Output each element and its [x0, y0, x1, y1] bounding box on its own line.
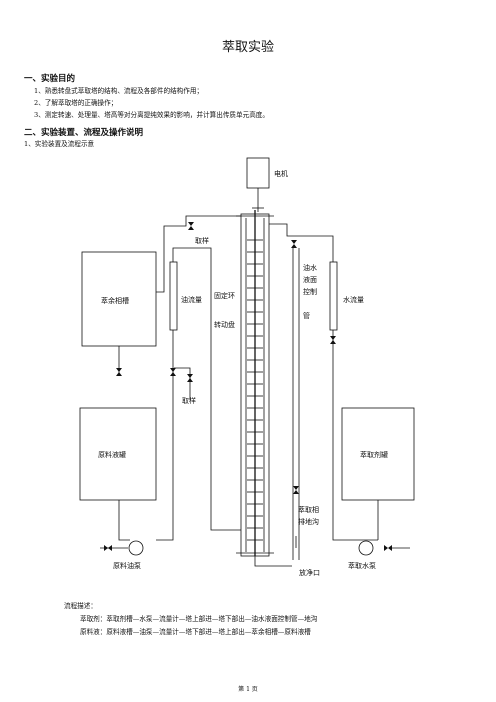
- oil-pump: [128, 540, 144, 556]
- fixed-ring-label: 固定环: [214, 291, 235, 300]
- column-internals: [247, 239, 263, 541]
- section-heading-apparatus: 二、实验装置、流程及操作说明: [24, 128, 144, 138]
- sample-mid-label: 取样: [182, 396, 196, 405]
- objective-item-2: 2、了解萃取塔的正确操作；: [34, 99, 118, 107]
- page-number: 第 1 页: [238, 686, 258, 693]
- section-heading-objective: 一、实验目的: [24, 74, 76, 84]
- interface-pipe-label-2: 液面: [303, 275, 317, 284]
- extractant-tank-label: 萃取剂罐: [360, 450, 388, 459]
- interface-pipe-label-1: 油水: [303, 263, 317, 272]
- water-flowmeter: [329, 261, 338, 331]
- interface-pipe-label-3: 控制: [303, 287, 317, 296]
- raffinate-tank-label: 萃余相槽: [101, 296, 129, 305]
- page-title: 萃取实验: [221, 40, 274, 55]
- water-pump-label: 萃取水泵: [348, 561, 376, 570]
- water-pump: [358, 540, 374, 556]
- objective-item-3: 3、测定转速、处理量、塔高等对分离提纯效果的影响，并计算出传质单元高度。: [34, 111, 269, 119]
- process-line-feed: 原料液：原料液槽—油泵—流量计—塔下部进—塔上部出—萃余相槽—原料液槽: [80, 628, 311, 636]
- oil-flowmeter: [169, 261, 178, 331]
- water-flowmeter-label: 水流量: [343, 295, 364, 304]
- objective-item-1: 1、熟悉转盘式萃取塔的结构、流程及各部件的结构作用；: [34, 87, 204, 95]
- apparatus-subheading: 1、实验装置及流程示意: [24, 140, 95, 148]
- oil-pump-label: 原料油泵: [113, 561, 141, 570]
- process-line-extractant: 萃取剂：萃取剂槽—水泵—流量计—塔上部进—塔下部出—油水液面控制管—地沟: [80, 615, 318, 623]
- process-label: 流程描述：: [64, 602, 97, 610]
- extract-drain-label-1: 萃取相: [298, 505, 319, 514]
- rotating-disk-label: 转动盘: [214, 320, 235, 329]
- extract-drain-label-2: 排地沟: [298, 517, 319, 526]
- interface-pipe-label-4: 管: [303, 311, 310, 320]
- motor-box: [246, 157, 270, 189]
- feed-tank-label: 原料液罐: [98, 450, 126, 459]
- sample-top-label: 取样: [195, 236, 209, 245]
- motor-label: 电机: [274, 169, 288, 178]
- drain-port-label: 放净口: [299, 568, 320, 577]
- valves: [104, 222, 392, 551]
- oil-flowmeter-label: 油流量: [181, 295, 202, 304]
- feed-tank: [79, 407, 157, 501]
